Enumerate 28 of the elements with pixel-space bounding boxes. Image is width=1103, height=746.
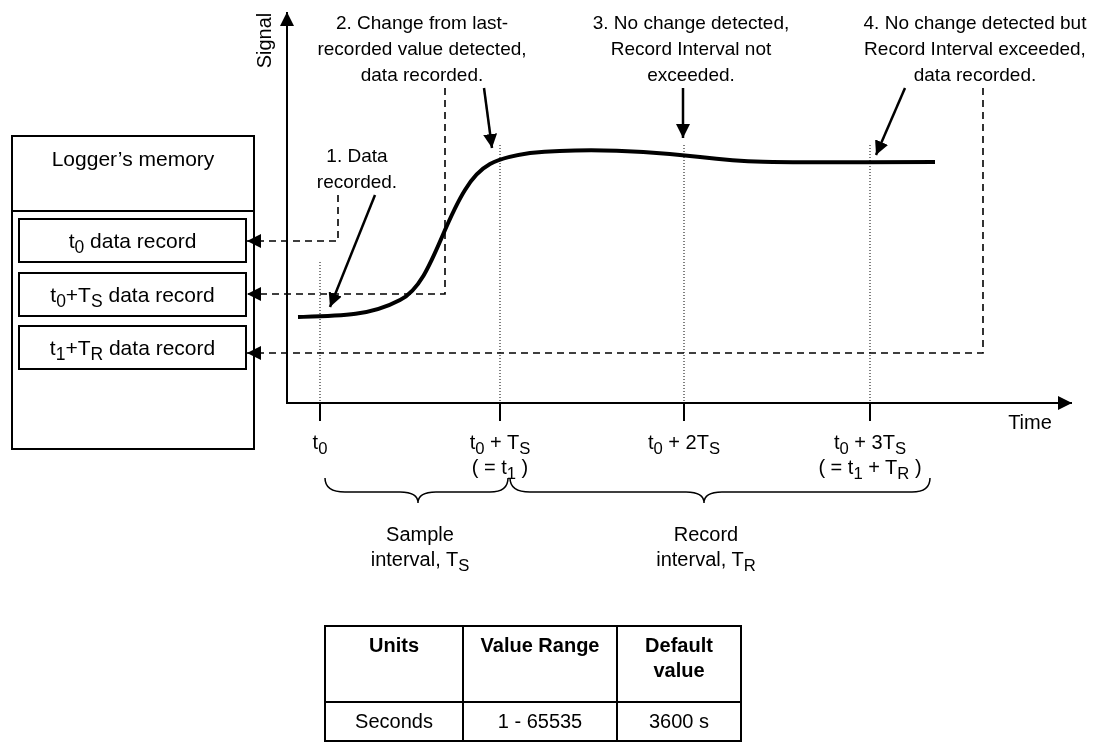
panel-title: Logger’s memory: [50, 146, 216, 172]
brace-label: Sample interval, T$_{S}$: [369, 522, 471, 577]
tick-label: t$_{0}$ + 2T$_{S}$: [647, 430, 721, 460]
axis-label: Time: [1008, 410, 1052, 435]
dashed-arrow: [246, 194, 339, 248]
callout-note: 2. Change from last-recorded value detected, data recorded.: [311, 10, 533, 88]
axis-label: Signal: [252, 12, 277, 68]
arrow: [482, 87, 498, 149]
callout-note: 1. Data recorded.: [297, 143, 417, 195]
callout-note: 4. No change detected but Record Interval exceeded, data recorded.: [862, 10, 1088, 88]
memory-panel: [11, 135, 255, 450]
brace-label: Record interval, T$_{R}$: [655, 522, 757, 577]
record-box: t$_{1}$+T$_{R}$ data record: [18, 325, 247, 370]
table-cell: 3600 s: [617, 702, 741, 741]
arrow: [676, 88, 690, 138]
dashed-arrow: [246, 87, 446, 301]
record-box: t$_{0}$ data record: [18, 218, 247, 263]
table-header-cell: Default value: [617, 626, 741, 702]
table-header-cell: Units: [325, 626, 463, 702]
arrow: [874, 87, 907, 156]
dashed-arrow: [246, 87, 984, 360]
tick-label: t$_{0}$: [312, 430, 328, 460]
table-cell: 1 - 65535: [463, 702, 617, 741]
arrow: [328, 194, 377, 308]
table-header-cell: Value Range: [463, 626, 617, 702]
record-box: t$_{0}$+T$_{S}$ data record: [18, 272, 247, 317]
callout-note: 3. No change detected, Record Interval not exceeded.: [578, 10, 804, 88]
table-cell: Seconds: [325, 702, 463, 741]
